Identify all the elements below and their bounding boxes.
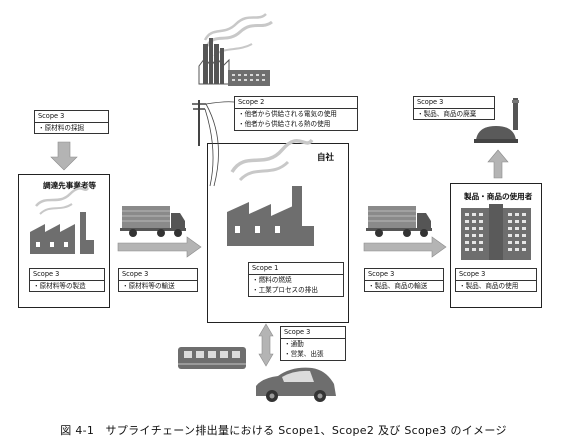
scope3-product-use-box: Scope 3 ・製品、商品の使用: [455, 268, 537, 293]
scope-item: ・原材料の採掘: [38, 123, 85, 132]
product-user-title: 製品・商品の使用者: [464, 192, 533, 201]
supplier-title: 調達先事業者等: [43, 181, 97, 190]
scope3-raw-material-transport-box: Scope 3 ・原材料等の輸送: [118, 268, 198, 293]
scope-item: ・製品、商品の廃棄: [417, 109, 477, 118]
truck-left-icon: [120, 206, 186, 237]
scope3-product-transport-box: Scope 3 ・製品、商品の輸送: [364, 268, 444, 293]
building-icon: [461, 204, 531, 260]
figure-caption: 図 4-1 サプライチェーン排出量における Scope1、Scope2 及び S…: [60, 424, 507, 437]
scope3-disposal-box: Scope 3 ・製品、商品の廃棄: [413, 96, 495, 121]
scope-label: Scope 3: [35, 111, 108, 123]
scope-item: ・燃料の燃焼: [252, 275, 292, 284]
truck-right-icon: [366, 206, 432, 237]
arrow-company-commuting: [258, 323, 274, 367]
scope-item: ・他者から供給される電気の使用: [238, 109, 337, 118]
scope-item: ・製品、商品の輸送: [368, 281, 428, 290]
scope-label: Scope 2: [235, 97, 357, 109]
incinerator-icon: [474, 98, 519, 143]
scope-label: Scope 3: [456, 269, 536, 281]
arrow-supplier-to-company: [117, 236, 202, 258]
scope-label: Scope 3: [365, 269, 443, 281]
scope2-electricity-heat-box: Scope 2 ・他者から供給される電気の使用 ・他者から供給される熱の使用: [234, 96, 358, 131]
scope-item: ・通勤: [284, 339, 304, 348]
utility-pole-icon: [192, 100, 235, 187]
scope3-commuting-box: Scope 3 ・通勤 ・営業、出張: [280, 326, 346, 361]
scope-item: ・製品、商品の使用: [459, 281, 519, 290]
arrow-mining-to-supplier: [50, 141, 78, 171]
company-title: 自社: [317, 153, 335, 163]
train-icon: [178, 347, 246, 369]
scope3-raw-material-manufacturing-box: Scope 3 ・原材料等の製造: [29, 268, 105, 293]
company-factory-icon: [227, 138, 314, 246]
arrow-users-to-disposal: [487, 149, 509, 179]
scope-item: ・原材料等の製造: [33, 281, 86, 290]
scope-item: ・原材料等の輸送: [122, 281, 175, 290]
scope-label: Scope 3: [119, 269, 197, 281]
scope-label: Scope 3: [281, 327, 345, 339]
scope-item: ・工業プロセスの排出: [252, 286, 318, 295]
scope3-raw-material-mining-box: Scope 3 ・原材料の採掘: [34, 110, 109, 135]
car-icon: [256, 367, 336, 402]
supplier-factory-icon: [30, 187, 94, 254]
scope-label: Scope 3: [414, 97, 494, 109]
scope-label: Scope 3: [30, 269, 104, 281]
power-plant-icon: [198, 13, 273, 86]
scope1-fuel-process-box: Scope 1 ・燃料の燃焼 ・工業プロセスの排出: [248, 262, 344, 297]
scope-label: Scope 1: [249, 263, 343, 275]
scope-item: ・営業、出張: [284, 350, 324, 359]
arrow-company-to-users: [363, 236, 447, 258]
scope-item: ・他者から供給される熱の使用: [238, 120, 331, 129]
